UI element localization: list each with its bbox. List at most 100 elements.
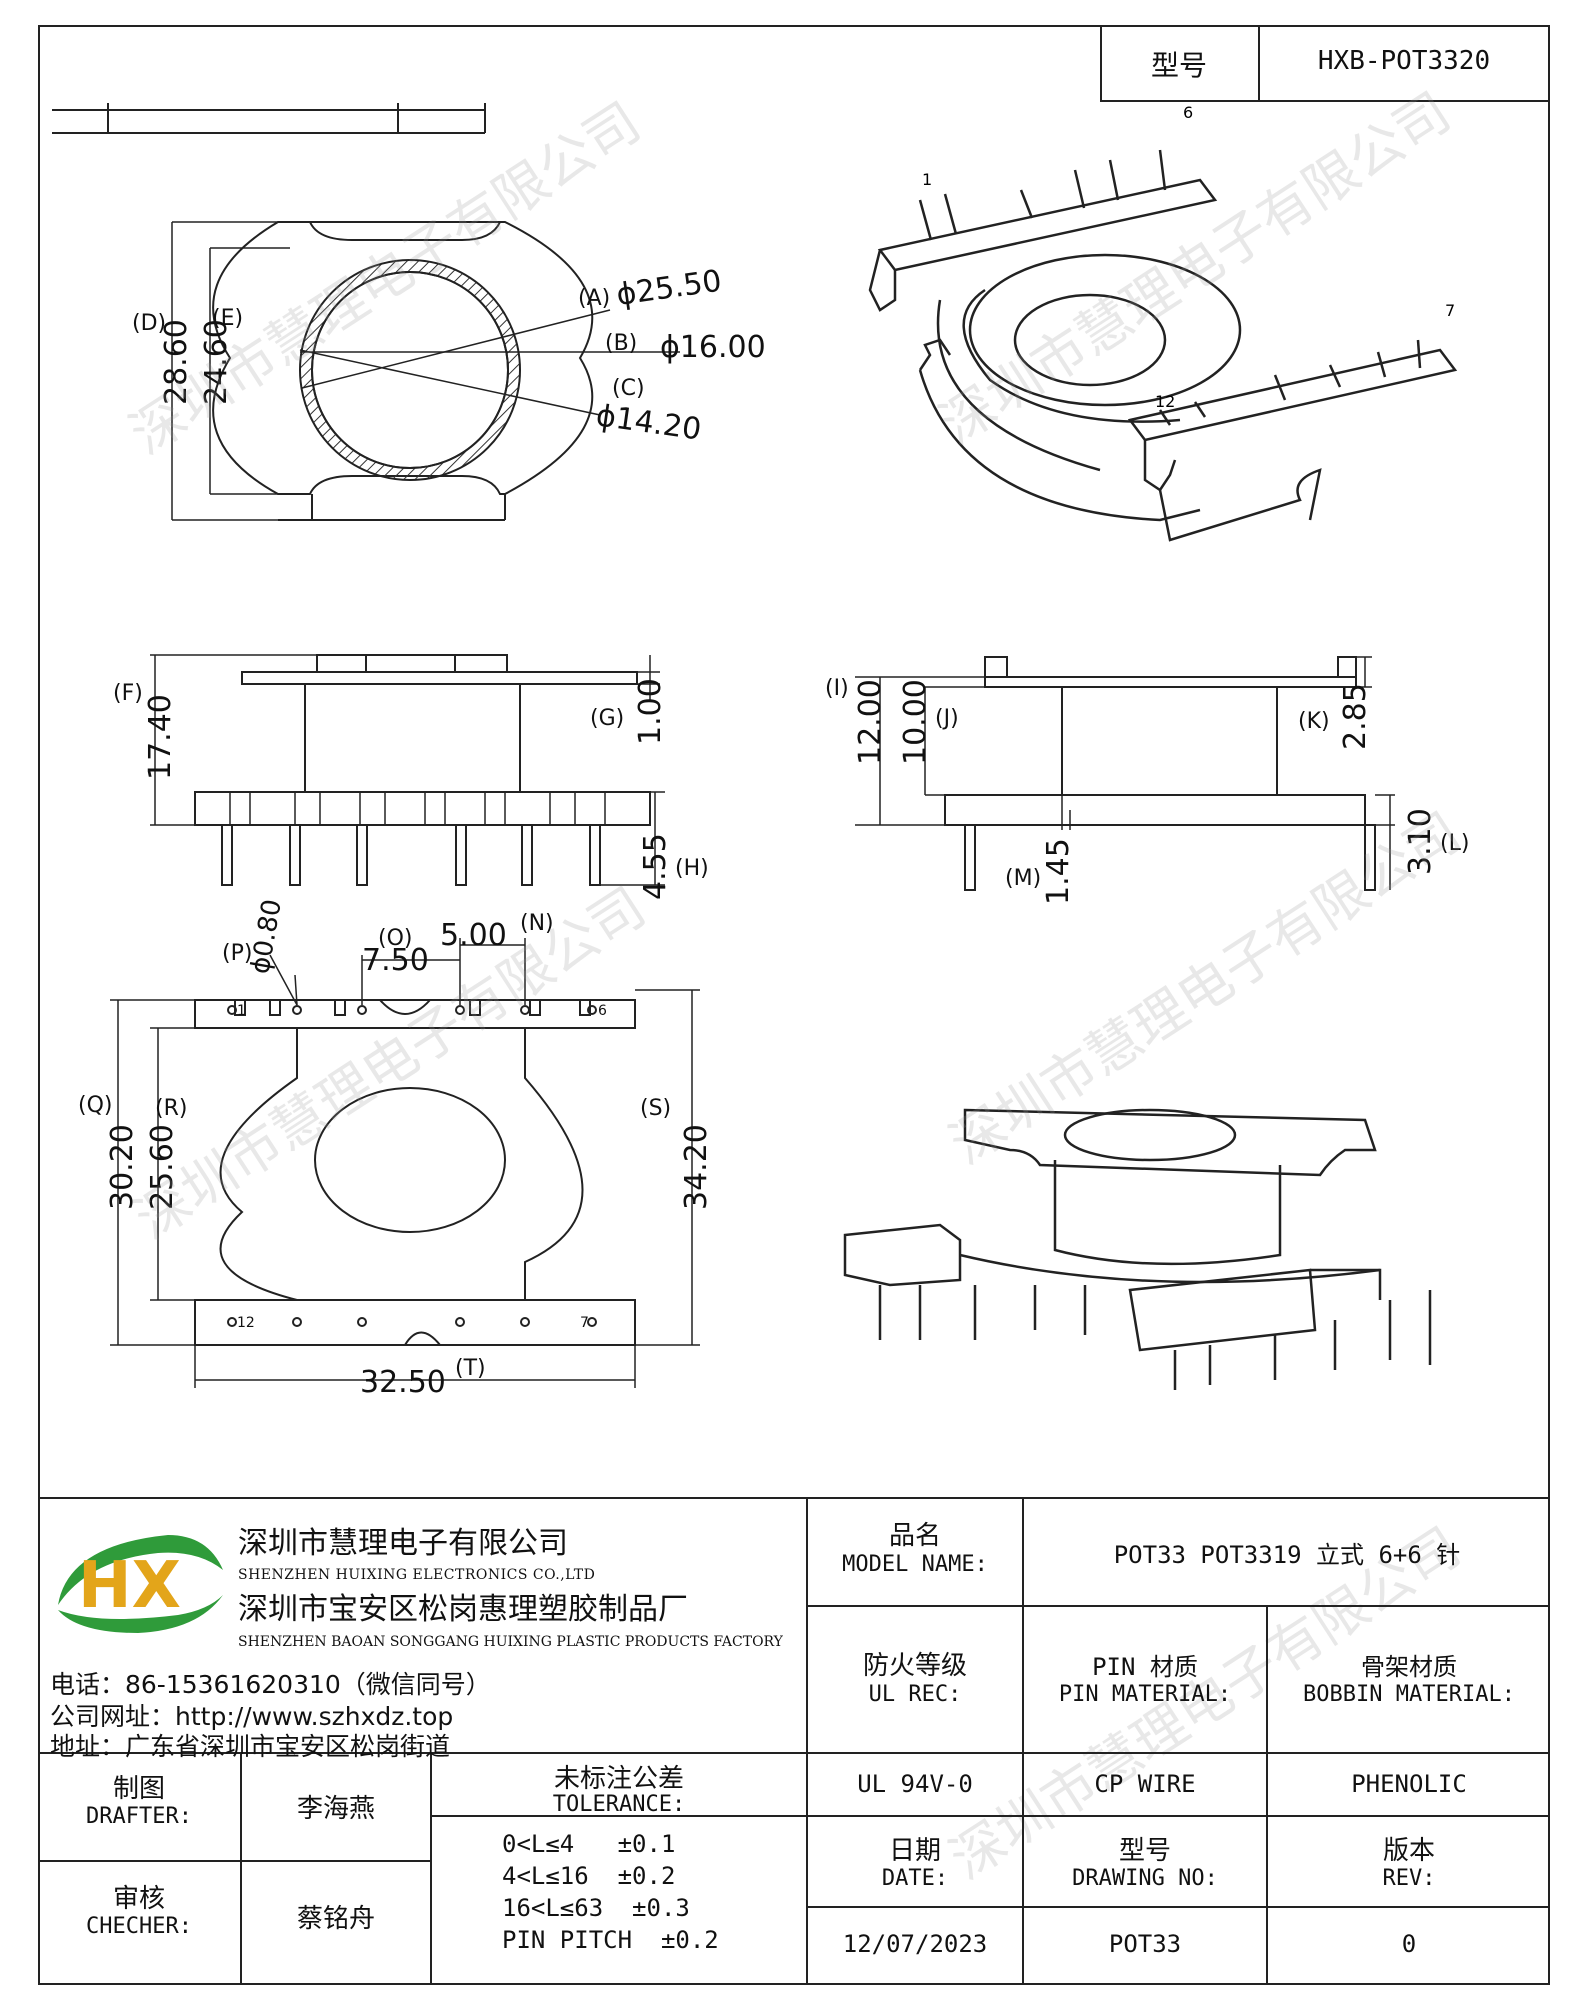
pin-label-7: 7	[1445, 301, 1455, 320]
tolerance-line: PIN PITCH ±0.2	[502, 1926, 719, 1954]
rev-value: 0	[1401, 1930, 1417, 1958]
model-name-cn: 品名	[888, 1521, 941, 1551]
dim-J-value: 10.00	[898, 679, 933, 765]
bobbin-material-value: PHENOLIC	[1351, 1770, 1467, 1798]
dim-K-label: (K)	[1298, 709, 1330, 734]
rev-cn: 版本	[1382, 1836, 1435, 1866]
dim-F-label: (F)	[113, 681, 143, 706]
date-cn: 日期	[888, 1836, 941, 1866]
iso-view-top	[868, 149, 1458, 542]
dim-N-label: (N)	[520, 911, 554, 936]
drawing-no-cn: 型号	[1118, 1836, 1171, 1866]
dim-M-value: 1.45	[1041, 838, 1076, 905]
dim-R-label: (R)	[155, 1096, 187, 1121]
dim-D-label: (D)	[132, 311, 166, 336]
tolerance-en: TOLERANCE:	[552, 1792, 686, 1817]
company-phone: 电话：86-15361620310（微信同号）	[50, 1670, 491, 1699]
drafter-en: DRAFTER:	[86, 1804, 192, 1829]
checker-en: CHECHER:	[86, 1914, 192, 1939]
pin-material-en: PIN MATERIAL:	[1058, 1682, 1232, 1707]
bottom-pin-7: 7	[580, 1315, 589, 1331]
dim-A-value: ϕ25.50	[614, 264, 724, 313]
dim-S-value: 34.20	[679, 1124, 714, 1210]
ul-value: UL 94V-0	[857, 1770, 973, 1798]
pin-material-value: CP WIRE	[1094, 1770, 1196, 1798]
dim-C-value: ϕ14.20	[594, 398, 704, 447]
dim-L-label: (L)	[1440, 831, 1469, 856]
technical-drawing: 1 6 7 12 (A) ϕ25.50 (B) ϕ16.00 (C) ϕ14.2…	[52, 103, 1469, 1400]
dim-A-label: (A)	[578, 286, 610, 311]
model-name-value: POT33 POT3319 立式 6+6 针	[1113, 1541, 1461, 1569]
dim-P-value: ϕ0.80	[245, 897, 288, 976]
dim-B-value: ϕ16.00	[660, 330, 766, 365]
side-view	[855, 656, 1395, 891]
dim-G-label: (G)	[590, 706, 624, 731]
drawing-no-en: DRAWING NO:	[1072, 1866, 1218, 1891]
logo-text: HX	[78, 1549, 181, 1623]
bobbin-material-en: BOBBIN MATERIAL:	[1303, 1682, 1515, 1707]
date-en: DATE:	[881, 1866, 949, 1891]
bottom-pin-12: 12	[237, 1315, 255, 1331]
dim-O-label: (O)	[378, 926, 412, 951]
dim-F-value: 17.40	[143, 694, 178, 780]
drawing-no-value: POT33	[1108, 1930, 1182, 1958]
drawing-frame	[38, 25, 1550, 1985]
dim-B-label: (B)	[605, 331, 637, 356]
dim-L-value: 3.10	[1403, 808, 1438, 875]
rev-en: REV:	[1382, 1866, 1436, 1891]
ul-rec-en: UL REC:	[868, 1682, 962, 1707]
factory-name-cn: 深圳市宝安区松岗惠理塑胶制品厂	[238, 1592, 688, 1627]
dim-E-value: 24.60	[199, 319, 234, 405]
model-box-value: HXB-POT3320	[1317, 46, 1491, 76]
company-name-en: SHENZHEN HUIXING ELECTRONICS CO.,LTD	[238, 1567, 596, 1583]
dim-Q-value: 30.20	[105, 1124, 140, 1210]
dim-T-label: (T)	[455, 1356, 486, 1381]
dim-P-label: (P)	[222, 941, 252, 966]
front-view	[150, 654, 665, 886]
top-strip-view	[52, 103, 486, 134]
pin-label-12: 12	[1155, 392, 1175, 411]
bottom-pin-1: 1	[237, 1003, 246, 1019]
iso-view-bottom	[843, 1108, 1432, 1390]
dim-O-value: 7.50	[362, 943, 429, 978]
dim-H-label: (H)	[675, 856, 709, 881]
tolerance-cn: 未标注公差	[553, 1764, 684, 1794]
checker-name: 蔡铭舟	[296, 1904, 375, 1934]
drafter-cn: 制图	[112, 1774, 165, 1804]
dim-Q-label: (Q)	[78, 1093, 112, 1118]
pin-label-1: 1	[922, 170, 932, 189]
bottom-view	[110, 938, 700, 1388]
dim-G-value: 1.00	[633, 678, 668, 745]
dim-H-value: 4.55	[638, 833, 673, 900]
bottom-pin-6: 6	[598, 1003, 607, 1019]
model-box-label: 型号	[1150, 49, 1207, 82]
dim-S-label: (S)	[640, 1096, 671, 1121]
ul-rec-cn: 防火等级	[862, 1651, 967, 1681]
dim-D-value: 28.60	[159, 319, 194, 405]
top-view	[171, 221, 680, 521]
factory-name-en: SHENZHEN BAOAN SONGGANG HUIXING PLASTIC …	[238, 1634, 783, 1650]
tolerance-line: 0<L≤4 ±0.1	[502, 1830, 676, 1858]
company-address: 地址：广东省深圳市宝安区松岗街道	[50, 1732, 451, 1761]
pin-label-6: 6	[1183, 103, 1193, 122]
company-logo: HX	[58, 1535, 223, 1633]
company-website: 公司网址：http://www.szhxdz.top	[50, 1702, 454, 1731]
model-box	[1100, 25, 1550, 102]
tolerance-line: 4<L≤16 ±0.2	[502, 1862, 676, 1890]
dim-I-label: (I)	[825, 676, 849, 701]
drafter-name: 李海燕	[296, 1794, 375, 1824]
dim-K-value: 2.85	[1338, 683, 1373, 750]
dim-I-value: 12.00	[853, 679, 888, 765]
bobbin-material-cn: 骨架材质	[1361, 1653, 1457, 1681]
pin-material-cn: PIN 材质	[1092, 1653, 1198, 1681]
dim-E-label: (E)	[212, 306, 243, 331]
company-name-cn: 深圳市慧理电子有限公司	[238, 1526, 568, 1561]
date-value: 12/07/2023	[842, 1930, 988, 1958]
checker-cn: 审核	[112, 1884, 165, 1914]
dim-C-label: (C)	[612, 376, 645, 401]
dim-J-label: (J)	[935, 706, 959, 731]
dim-R-value: 25.60	[145, 1124, 180, 1210]
dim-N-value: 5.00	[440, 918, 507, 953]
dim-T-value: 32.50	[360, 1365, 446, 1400]
dim-M-label: (M)	[1005, 866, 1041, 891]
